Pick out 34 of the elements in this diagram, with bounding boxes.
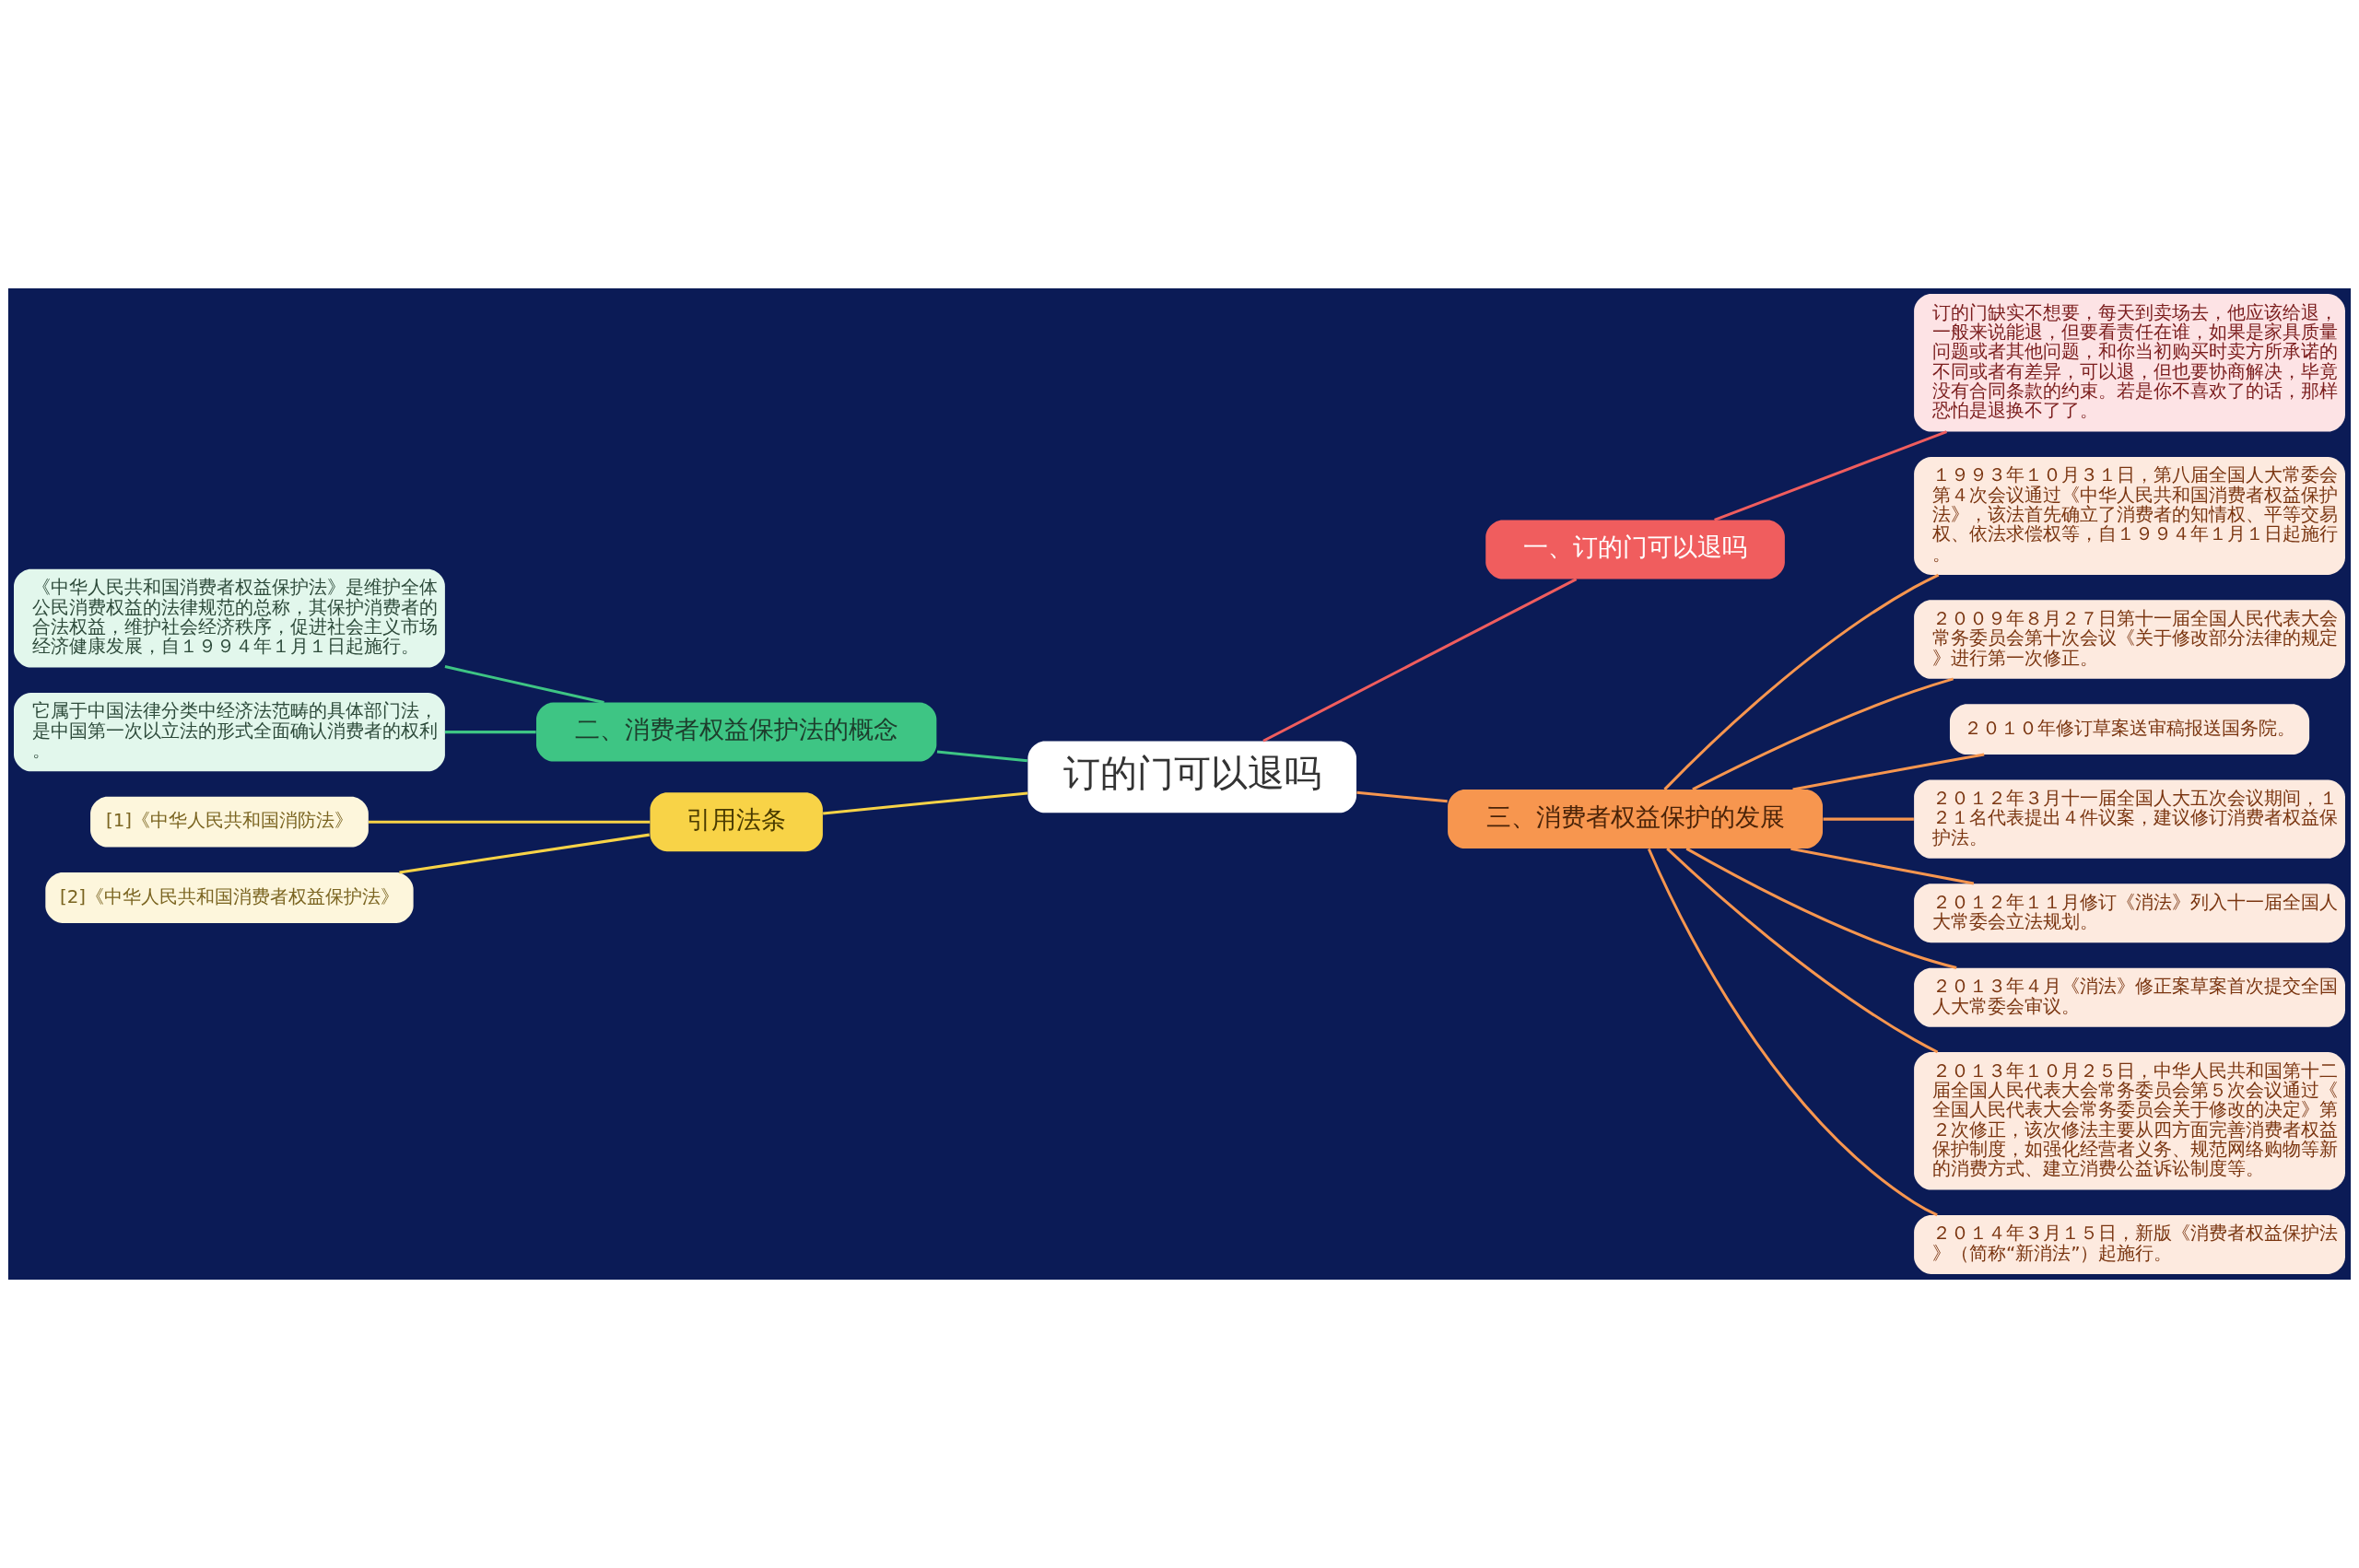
node-box: [2]《中华人民共和国消费者权益保护法》 <box>45 872 414 923</box>
node-box: 二、消费者权益保护法的概念 <box>535 702 937 762</box>
node-box: １９９３年１０月３１日，第八届全国人大常委会第４次会议通过《中华人民共和国消费者权益保护法》，该法首先确立了消费者的知情权、平等交易权、依法求偿权等，自１９９４年１月１日起施行。 <box>1914 456 2345 575</box>
node-box: ２０１２年１１月修订《消法》列入十一届全国人大常委会立法规划。 <box>1914 883 2345 943</box>
connector <box>1647 848 1938 1217</box>
connector <box>1663 573 1940 790</box>
connector <box>1356 790 1448 803</box>
node-box: ２０１３年１０月２５日，中华人民共和国第十二届全国人民代表大会常务委员会第５次会议通过《全国人民代表大会常务委员会关于修改的决定》第２次修正，该次修法主要从四方面完善消费者权益保护制度，如强化经营者义务、规范网络购物等新的消费方式、建立消费公益诉讼制度等。 <box>1914 1052 2345 1190</box>
node-box: 订的门可以退吗 <box>1027 741 1357 813</box>
node-box: [1]《中华人民共和国消防法》 <box>90 796 369 848</box>
connector <box>936 750 1028 763</box>
connector <box>444 731 536 734</box>
connector <box>444 665 604 705</box>
node-box: 订的门缺实不想要，每天到卖场去，他应该给退，一般来说能退，但要看责任在谁，如果是家具质量问题或者其他问题，和你当初购买时卖方所承诺的不同或者有差异，可以退，但也要协商解决，毕竟没有合同条款的约束。若是你不喜欢了的话，那样恐怕是退换不了了。 <box>1914 294 2345 432</box>
node-box: ２０１４年３月１５日，新版《消费者权益保护法》（简称“新消法”）起施行。 <box>1914 1214 2345 1274</box>
node-box: 引用法条 <box>650 792 823 852</box>
node-box: ２０１０年修订草案送审稿报送国务院。 <box>1949 704 2310 755</box>
connector <box>369 820 651 824</box>
connector <box>1714 430 1948 521</box>
node-box: ２０１２年３月十一届全国人大五次会议期间，１２１名代表提出４件议案，建议修订消费者权益保护法。 <box>1914 779 2345 859</box>
node-box: 它属于中国法律分类中经济法范畴的具体部门法，是中国第一次以立法的形式全面确认消费者的权利。 <box>14 692 445 772</box>
connector <box>1685 847 1957 969</box>
connector <box>1262 578 1578 743</box>
connector <box>399 833 650 874</box>
connector <box>822 791 1028 815</box>
node-box: ２００９年８月２７日第十一届全国人民代表大会常务委员会第十次会议《关于修改部分法律的规定》进行第一次修正。 <box>1914 600 2345 679</box>
connector <box>1692 677 1954 791</box>
node-box: 三、消费者权益保护的发展 <box>1448 790 1824 849</box>
node-box: 一、订的门可以退吗 <box>1485 520 1785 579</box>
node-box: ２０１３年４月《消法》修正案草案首次提交全国人大常委会审议。 <box>1914 967 2345 1027</box>
connector <box>1792 753 1985 791</box>
node-box: 《中华人民共和国消费者权益保护法》是维护全体公民消费权益的法律规范的总称，其保护消费者的合法权益，维护社会经济秩序，促进社会主义市场经济健康发展，自１９９４年１月１日起施行。 <box>14 568 445 668</box>
connector <box>1823 817 1914 821</box>
connector <box>1666 848 1939 1054</box>
